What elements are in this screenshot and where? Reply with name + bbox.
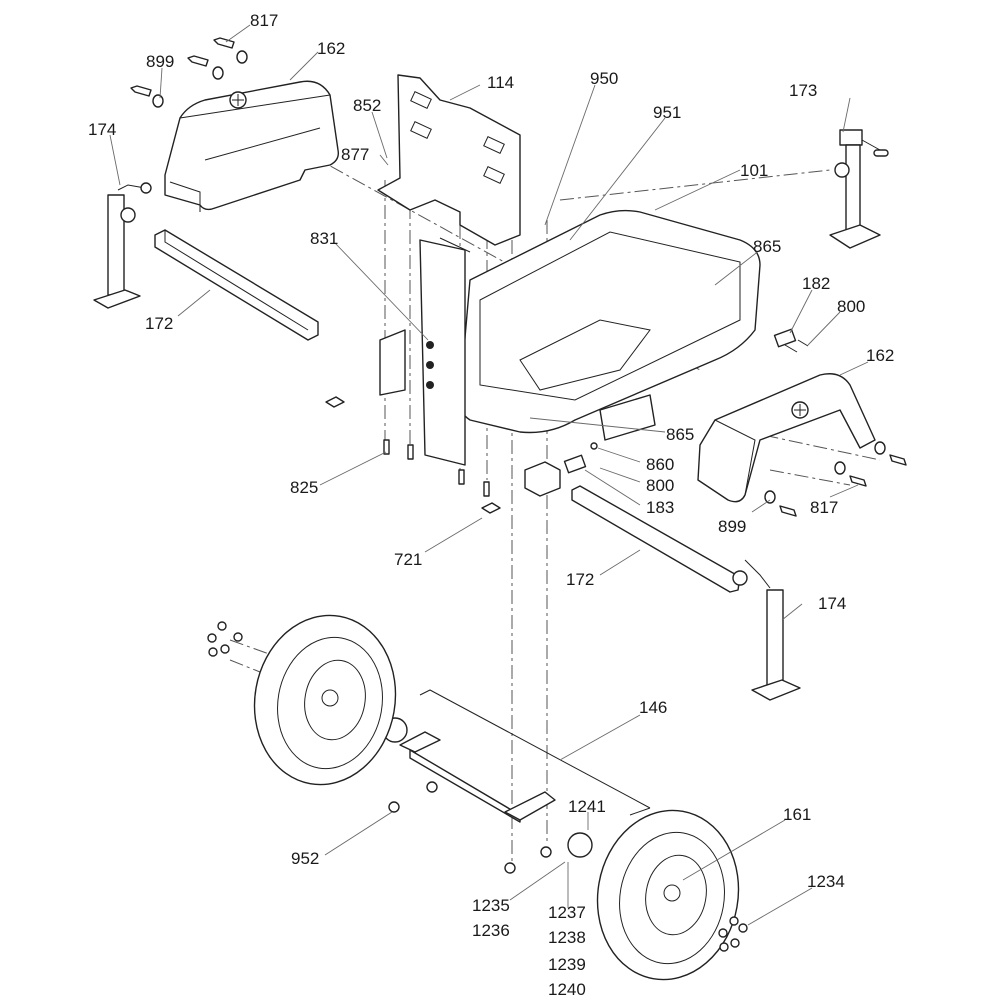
callout-174-right: 174: [818, 594, 846, 613]
mounting-plate-114: [377, 74, 521, 246]
callout-1237: 1237: [548, 903, 586, 922]
jack-stand-174-right: [732, 559, 801, 701]
wheel-161-right: [596, 809, 740, 981]
jack-stand-174-left: [93, 182, 152, 309]
callout-1235: 1235: [472, 896, 510, 915]
callout-173: 173: [789, 81, 817, 100]
callout-877: 877: [341, 145, 369, 164]
jack-173-right: [829, 129, 889, 249]
callout-182: 182: [802, 274, 830, 293]
clip-182: [773, 328, 809, 353]
callout-899-right: 899: [718, 517, 746, 536]
small-hardware: [325, 396, 598, 514]
callout-825: 825: [290, 478, 318, 497]
bolts-817-top: [130, 37, 248, 108]
bolts-817-right: [764, 441, 907, 517]
callout-800-bottom: 800: [646, 476, 674, 495]
callout-817-right: 817: [810, 498, 838, 517]
receiver-183: [524, 454, 587, 497]
callout-1236: 1236: [472, 921, 510, 940]
tube-172-left: [154, 229, 319, 341]
callout-1238: 1238: [548, 928, 586, 947]
axle-146: [382, 689, 651, 858]
callout-865-bottom: 865: [666, 425, 694, 444]
callout-860: 860: [646, 455, 674, 474]
callout-852: 852: [353, 96, 381, 115]
frame-tray-101: [379, 209, 761, 466]
callout-172-left: 172: [145, 314, 173, 333]
callout-1240: 1240: [548, 980, 586, 999]
callout-174-left: 174: [88, 120, 116, 139]
lug-nuts: [207, 621, 748, 952]
callout-162-right: 162: [866, 346, 894, 365]
callout-1239: 1239: [548, 955, 586, 974]
callout-146: 146: [639, 698, 667, 717]
callout-721: 721: [394, 550, 422, 569]
callout-101: 101: [740, 161, 768, 180]
callout-1234: 1234: [807, 872, 845, 891]
fender-162-right: [697, 373, 876, 503]
callout-183: 183: [646, 498, 674, 517]
callout-865-top: 865: [753, 237, 781, 256]
callout-817-top: 817: [250, 11, 278, 30]
callout-800-top: 800: [837, 297, 865, 316]
fender-162-top: [164, 80, 340, 212]
callout-951: 951: [653, 103, 681, 122]
callout-114: 114: [487, 73, 514, 92]
callout-950: 950: [590, 69, 618, 88]
callout-162-top: 162: [317, 39, 345, 58]
callout-831: 831: [310, 229, 338, 248]
callout-161: 161: [783, 805, 811, 824]
callout-172-right: 172: [566, 570, 594, 589]
callout-899-top: 899: [146, 52, 174, 71]
callout-952: 952: [291, 849, 319, 868]
tube-172-right: [571, 485, 741, 593]
leader-lines: [109, 24, 869, 926]
nuts-952: [388, 781, 552, 874]
callout-1241: 1241: [568, 797, 606, 816]
wheel-left: [253, 614, 397, 786]
callout-labels: 817 162 899 114 950 173 852 951 174 877 …: [88, 11, 894, 999]
